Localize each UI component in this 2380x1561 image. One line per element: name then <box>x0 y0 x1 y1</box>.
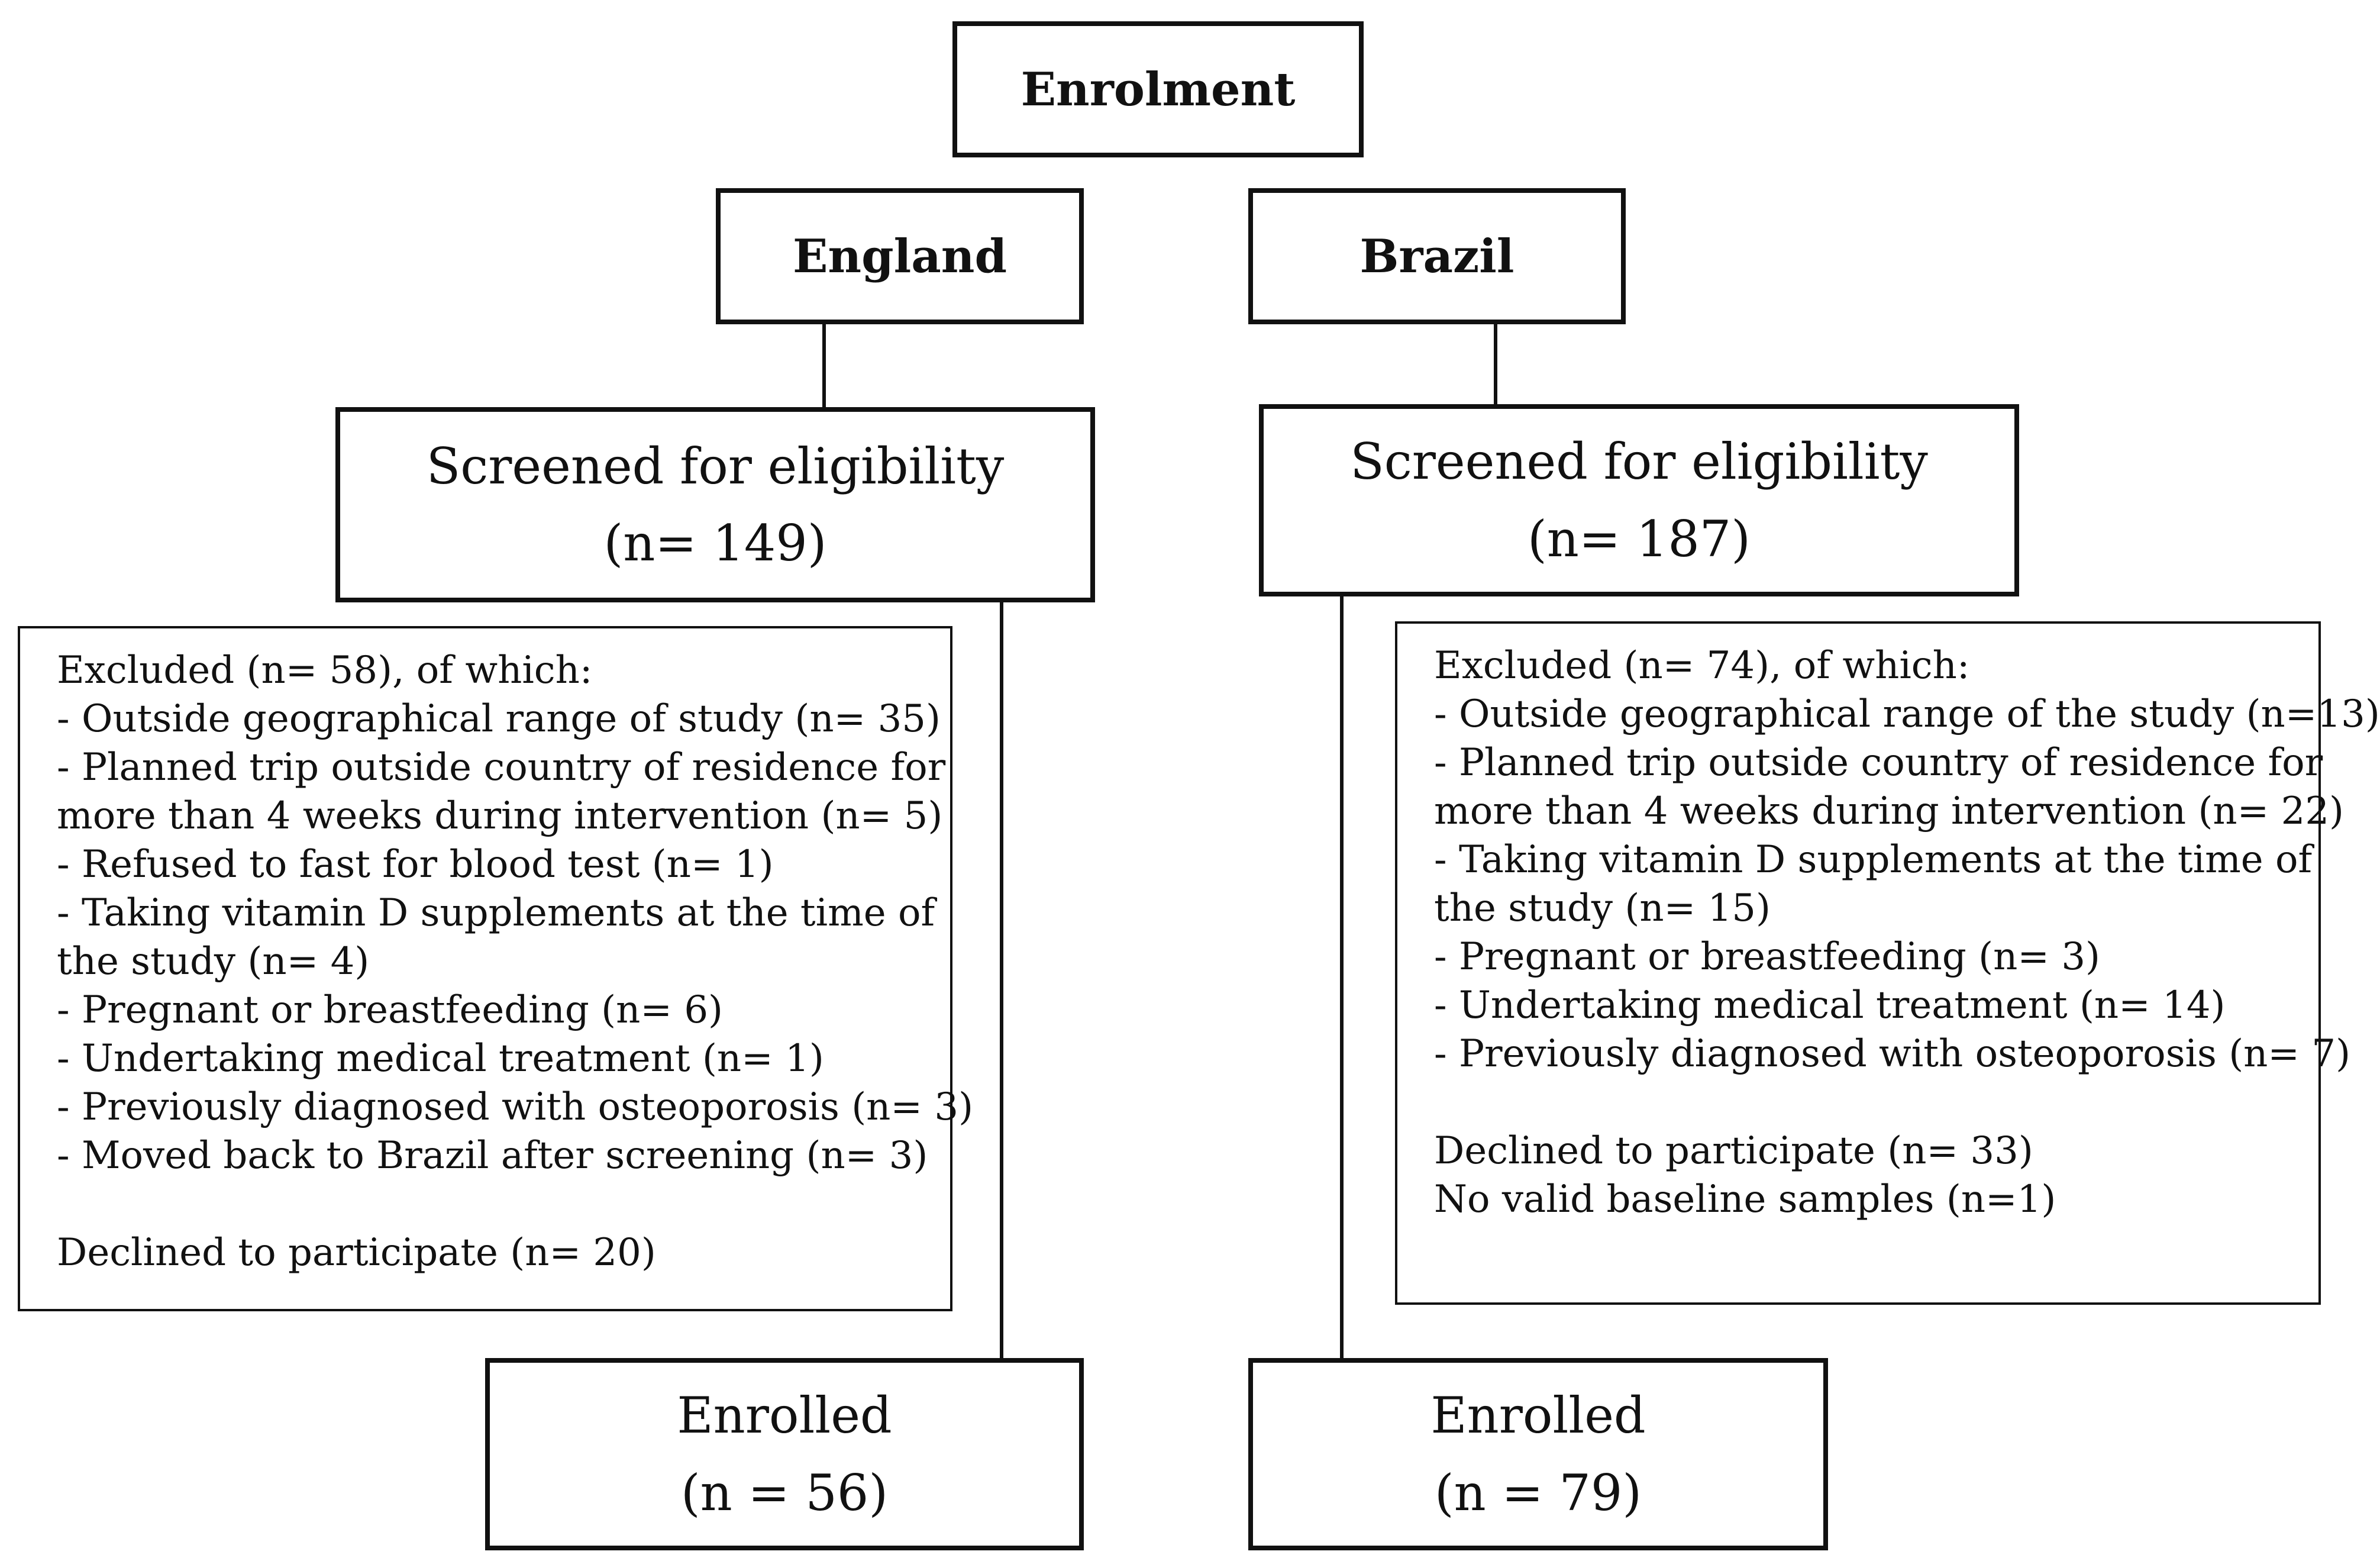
england-excluded-item: - Previously diagnosed with osteoporosis… <box>57 1085 974 1129</box>
brazil-excluded-item: - Planned trip outside country of reside… <box>1434 741 2323 785</box>
brazil-excluded-item: - Undertaking medical treatment (n= 14) <box>1434 983 2226 1027</box>
brazil-excluded-item: - Previously diagnosed with osteoporosis… <box>1434 1032 2351 1076</box>
england-excluded-item: - Moved back to Brazil after screening (… <box>57 1134 928 1178</box>
brazil-excluded-header: Excluded (n= 74), of which: <box>1434 644 1970 688</box>
connector-brazil-screened-to-enrolled <box>1340 595 1344 1361</box>
england-excluded-item: more than 4 weeks during intervention (n… <box>57 794 943 838</box>
england-screened-box: Screened for eligibility (n= 149) <box>335 407 1095 602</box>
brazil-enrolled-label: Enrolled <box>1430 1386 1646 1445</box>
england-label: England <box>792 229 1007 283</box>
brazil-screened-label: Screened for eligibility <box>1350 433 1928 491</box>
brazil-no-valid-samples: No valid baseline samples (n=1) <box>1434 1178 2056 1221</box>
brazil-screened-box: Screened for eligibility (n= 187) <box>1259 404 2019 596</box>
connector-england-screened-to-enrolled <box>1000 598 1003 1361</box>
brazil-excluded-item: - Outside geographical range of the stud… <box>1434 692 2380 736</box>
england-enrolled-count: (n = 56) <box>680 1463 889 1522</box>
brazil-label: Brazil <box>1359 229 1514 283</box>
enrolment-label: Enrolment <box>1021 62 1296 117</box>
connector-england-to-screened <box>822 322 826 408</box>
england-excluded-item: - Outside geographical range of study (n… <box>57 697 941 741</box>
england-declined: Declined to participate (n= 20) <box>57 1231 656 1275</box>
england-excluded-item: - Taking vitamin D supplements at the ti… <box>57 891 935 935</box>
brazil-excluded-item: the study (n= 15) <box>1434 886 1771 930</box>
spacer <box>1434 1078 2295 1127</box>
england-enrolled-box: Enrolled (n = 56) <box>485 1358 1084 1550</box>
connector-brazil-to-screened <box>1494 322 1497 405</box>
enrolment-box: Enrolment <box>952 21 1364 157</box>
england-excluded-item: - Pregnant or breastfeeding (n= 6) <box>57 988 723 1032</box>
england-box: England <box>716 188 1084 324</box>
brazil-declined: Declined to participate (n= 33) <box>1434 1129 2033 1173</box>
brazil-excluded-item: - Taking vitamin D supplements at the ti… <box>1434 838 2313 882</box>
england-screened-label: Screened for eligibility <box>426 437 1005 495</box>
brazil-excluded-item: more than 4 weeks during intervention (n… <box>1434 789 2344 833</box>
england-screened-count: (n= 149) <box>603 514 827 572</box>
brazil-enrolled-box: Enrolled (n = 79) <box>1248 1358 1828 1550</box>
england-excluded-box: Excluded (n= 58), of which: - Outside ge… <box>18 626 974 1311</box>
england-enrolled-label: Enrolled <box>677 1386 892 1445</box>
brazil-screened-count: (n= 187) <box>1527 509 1751 568</box>
england-excluded-item: - Undertaking medical treatment (n= 1) <box>57 1037 824 1081</box>
brazil-enrolled-count: (n = 79) <box>1434 1463 1642 1522</box>
england-excluded-item: - Refused to fast for blood test (n= 1) <box>57 843 774 886</box>
spacer <box>57 1180 926 1228</box>
england-excluded-header: Excluded (n= 58), of which: <box>57 649 593 692</box>
england-excluded-item: - Planned trip outside country of reside… <box>57 746 946 789</box>
england-excluded-item: the study (n= 4) <box>57 940 370 983</box>
brazil-excluded-item: - Pregnant or breastfeeding (n= 3) <box>1434 935 2100 979</box>
brazil-excluded-box: Excluded (n= 74), of which: - Outside ge… <box>1395 621 2380 1305</box>
brazil-box: Brazil <box>1248 188 1626 324</box>
